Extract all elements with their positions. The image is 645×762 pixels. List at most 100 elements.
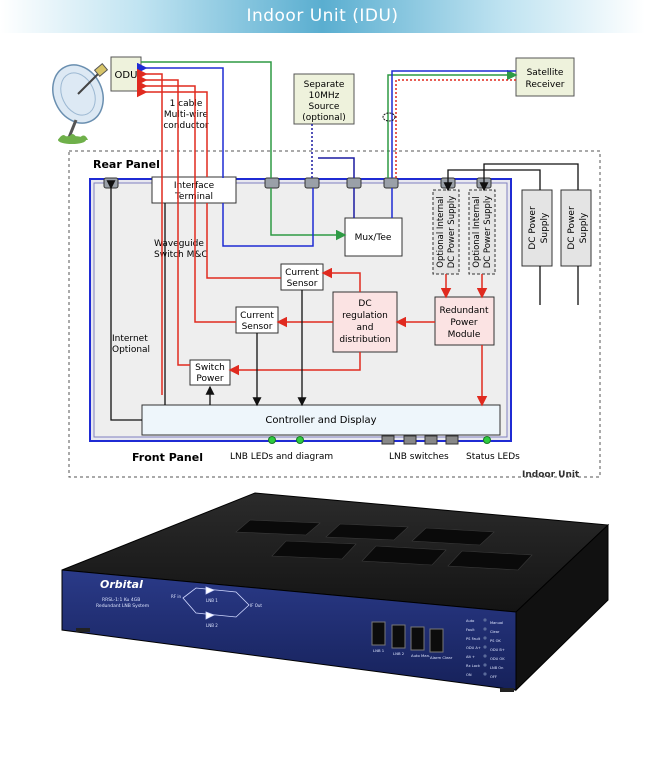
current-sensor-1-box bbox=[280, 263, 324, 291]
btn-label-2: LNB 2 bbox=[393, 651, 405, 656]
rpm-3: Module bbox=[448, 330, 481, 340]
status-leds-device bbox=[483, 618, 487, 676]
schem-lnb2: LNB 2 bbox=[206, 623, 218, 628]
odu-label: ODU bbox=[115, 70, 138, 81]
mux-tee-label: Mux/Tee bbox=[355, 233, 392, 243]
device-model-1: RRSL-1:1 Ku 4GB bbox=[102, 597, 140, 603]
controller-label: Controller and Display bbox=[265, 415, 376, 426]
svg-text:PS OK: PS OK bbox=[490, 639, 501, 643]
ref-source-1: Separate bbox=[304, 80, 345, 90]
waveguide-2: Switch M&C bbox=[154, 250, 208, 260]
schem-lnb1: LNB 1 bbox=[206, 598, 218, 603]
device-foot bbox=[500, 688, 514, 692]
rpm-1: Redundant bbox=[440, 306, 489, 316]
controller-box bbox=[141, 404, 501, 436]
svg-text:Clear: Clear bbox=[490, 630, 500, 634]
device-foot bbox=[76, 628, 90, 632]
cable-label-1: 1 cable bbox=[170, 99, 203, 109]
svg-text:Rx Lock: Rx Lock bbox=[466, 664, 481, 668]
button-lnb1[interactable] bbox=[371, 621, 386, 646]
dc-reg-1: DC bbox=[358, 299, 371, 309]
svg-text:ON: ON bbox=[466, 673, 472, 677]
redundant-power-box bbox=[434, 296, 495, 346]
interface-terminal-2: Terminal bbox=[174, 192, 213, 202]
ref-source-2: 10MHz bbox=[309, 91, 340, 101]
front-panel-label: Front Panel bbox=[132, 451, 203, 464]
mux-tee-box bbox=[344, 217, 403, 257]
indoor-unit-boundary bbox=[68, 150, 601, 478]
dc-psu-2 bbox=[560, 189, 592, 267]
sat-rx-1: Satellite bbox=[527, 68, 564, 78]
dc-reg-4: distribution bbox=[339, 335, 390, 345]
switch-power-2: Power bbox=[196, 374, 224, 384]
vent-slots bbox=[235, 519, 533, 571]
button-lnb2[interactable] bbox=[391, 624, 406, 649]
svg-text:LNB On: LNB On bbox=[490, 666, 503, 670]
opt-psu-1a: Optional Internal bbox=[436, 196, 446, 267]
internet-2: Optional bbox=[112, 345, 150, 355]
opt-psu-1b: DC Power Supply bbox=[447, 196, 457, 269]
dc-psu-1 bbox=[521, 189, 553, 267]
lnb-switches-label: LNB switches bbox=[389, 452, 449, 462]
lnb-led-2 bbox=[296, 436, 304, 444]
cable-label-3: conductor bbox=[163, 121, 209, 131]
device-illustration: Orbital RRSL-1:1 Ku 4GB Redundant LNB Sy… bbox=[61, 492, 610, 692]
page-title: Indoor Unit (IDU) bbox=[246, 6, 399, 26]
ref-source-3: Source bbox=[309, 102, 340, 112]
current-sensor-2a: Current bbox=[240, 311, 274, 321]
button-alarm-clear[interactable] bbox=[429, 628, 444, 653]
dc-reg-3: and bbox=[357, 323, 374, 333]
cable-label-2: Multi-wire bbox=[164, 110, 209, 120]
current-sensor-2-box bbox=[235, 306, 279, 334]
current-sensor-1a: Current bbox=[285, 268, 319, 278]
schem-rf-in: RF in bbox=[171, 594, 181, 599]
dc-regulation-box bbox=[332, 291, 398, 353]
switch-power-box bbox=[189, 359, 231, 386]
svg-text:ODU A+: ODU A+ bbox=[466, 646, 481, 650]
dc-psu-1a: DC Power bbox=[528, 206, 538, 250]
interface-terminal-1: Interface bbox=[174, 181, 215, 191]
svg-text:Fault: Fault bbox=[466, 628, 475, 632]
block-diagram: ODU 1 cable Multi-wire conductor Separat… bbox=[52, 56, 601, 480]
svg-text:OFF: OFF bbox=[490, 675, 497, 679]
svg-text:ODU B+: ODU B+ bbox=[490, 648, 505, 652]
lnb-led-1 bbox=[268, 436, 276, 444]
switch-power-1: Switch bbox=[195, 363, 225, 373]
sat-rx-2: Receiver bbox=[526, 80, 565, 90]
waveguide-1: Waveguide bbox=[154, 239, 204, 249]
svg-text:Auto: Auto bbox=[466, 619, 474, 623]
current-sensor-2b: Sensor bbox=[242, 322, 273, 332]
btn-label-1: LNB 1 bbox=[373, 648, 385, 653]
opt-psu-2b: DC Power Supply bbox=[483, 196, 493, 269]
rear-panel-label: Rear Panel bbox=[93, 158, 160, 171]
dc-reg-2: regulation bbox=[342, 311, 388, 321]
header-banner bbox=[0, 0, 645, 33]
dc-psu-2b: Supply bbox=[579, 212, 589, 243]
ref-source-4: (optional) bbox=[302, 113, 346, 123]
schem-if-out: IF Out bbox=[250, 603, 262, 608]
front-buttons bbox=[371, 621, 444, 653]
btn-label-4: Alarm Clear bbox=[430, 655, 453, 660]
dc-psu-2a: DC Power bbox=[567, 206, 577, 250]
status-leds-label: Status LEDs bbox=[466, 452, 520, 462]
front-schematic bbox=[182, 586, 250, 620]
svg-text:PS Fault: PS Fault bbox=[466, 637, 481, 641]
internet-1: Internet bbox=[112, 334, 148, 344]
button-auto-man[interactable] bbox=[410, 626, 425, 651]
opt-psu-2a: Optional Internal bbox=[472, 196, 482, 267]
dc-psu-1b: Supply bbox=[540, 212, 550, 243]
rpm-2: Power bbox=[450, 318, 478, 328]
svg-text:ODU OK: ODU OK bbox=[490, 657, 505, 661]
indoor-unit-label: Indoor Unit bbox=[522, 470, 580, 480]
optional-psu-1 bbox=[432, 189, 460, 275]
status-led bbox=[483, 436, 491, 444]
current-sensor-1b: Sensor bbox=[287, 279, 318, 289]
ref-source-box bbox=[293, 73, 355, 125]
device-brand: Orbital bbox=[100, 578, 143, 591]
svg-text:Alt +: Alt + bbox=[466, 655, 475, 659]
lnb-leds-label: LNB LEDs and diagram bbox=[230, 452, 333, 462]
lnb-switch-icons bbox=[381, 435, 459, 445]
interface-terminal-box bbox=[151, 176, 237, 204]
device-side bbox=[515, 523, 609, 692]
